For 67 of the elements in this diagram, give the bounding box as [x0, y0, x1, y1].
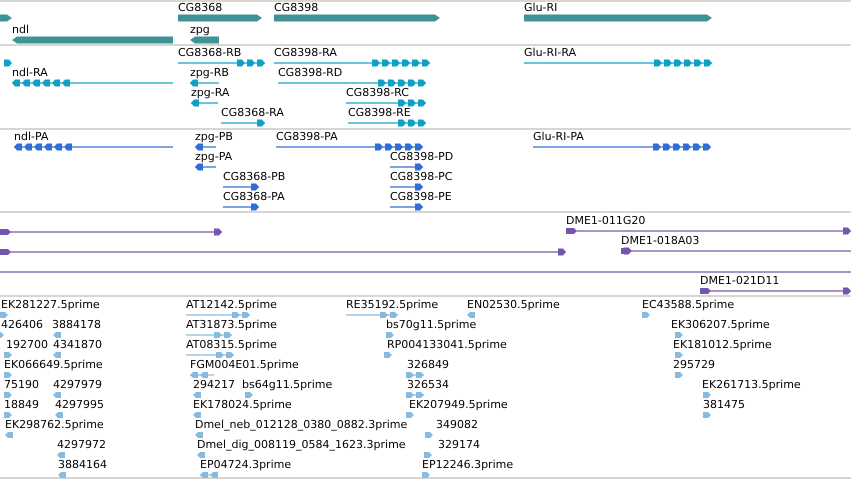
- feature-label: DME1-011G20: [566, 214, 646, 227]
- feature-label: AT12142.5prime: [186, 298, 277, 311]
- feature-label: zpg-PB: [195, 130, 233, 143]
- feature-label: EC43588.5prime: [642, 298, 734, 311]
- feature-label: 326849: [407, 358, 449, 371]
- feature-label: CG8368-PA: [223, 190, 285, 203]
- feature-label: CG8398-RA: [274, 46, 337, 59]
- feature-label: 4297979: [53, 378, 102, 391]
- feature-label: CG8398-RD: [278, 66, 342, 79]
- feature-label: RP004133041.5prime: [387, 338, 507, 351]
- feature-label: CG8368-RB: [178, 46, 242, 59]
- feature-label: EP12246.3prime: [422, 458, 514, 471]
- feature-label: CG8368: [178, 1, 222, 14]
- feature-label: EK281227.5prime: [1, 298, 100, 311]
- feature-label: ndl-PA: [14, 130, 48, 143]
- feature-label: DME1-021D11: [700, 274, 780, 287]
- feature-label: EK261713.5prime: [702, 378, 801, 391]
- feature-label: AT31873.5prime: [186, 318, 277, 331]
- feature-label: zpg-PA: [195, 150, 232, 163]
- feature-label: 18849: [4, 398, 39, 411]
- feature-label: EK066649.5prime: [4, 358, 103, 371]
- feature-label: 326534: [407, 378, 449, 391]
- feature-label: 295729: [673, 358, 715, 371]
- feature-label: CG8398: [274, 1, 318, 14]
- feature-label: RE35192.5prime: [346, 298, 438, 311]
- feature-label: 426406: [1, 318, 43, 331]
- feature-label: Glu-RI-PA: [533, 130, 584, 143]
- feature-label: zpg-RA: [191, 86, 230, 99]
- feature-label: CG8398-PE: [390, 190, 452, 203]
- feature-label: 3884178: [52, 318, 101, 331]
- feature-label: EP04724.3prime: [200, 458, 292, 471]
- feature-label: ndl: [12, 23, 30, 36]
- feature-label: CG8398-PC: [390, 170, 452, 183]
- feature-label: 4297972: [57, 438, 106, 451]
- feature-label: EK298762.5prime: [5, 418, 104, 431]
- feature-label: EK181012.5prime: [673, 338, 772, 351]
- feature-label: CG8368-RA: [221, 106, 284, 119]
- feature-label: Glu-RI: [524, 1, 558, 14]
- feature-label: AT08315.5prime: [186, 338, 277, 351]
- feature-label: FGM004E01.5prime: [190, 358, 299, 371]
- feature-label: CG8398-RC: [346, 86, 409, 99]
- feature-label: 3884164: [58, 458, 107, 471]
- feature-label: bs70g11.5prime: [386, 318, 476, 331]
- feature-label: 75190: [4, 378, 39, 391]
- feature-label: zpg: [190, 23, 210, 36]
- feature-label: CG8398-RE: [348, 106, 411, 119]
- feature-label: 349082: [436, 418, 478, 431]
- feature-label: 4297995: [55, 398, 104, 411]
- feature-label: EK306207.5prime: [671, 318, 770, 331]
- feature-label: EK178024.5prime: [193, 398, 292, 411]
- feature-label: EK207949.5prime: [409, 398, 508, 411]
- feature-label: bs64g11.5prime: [242, 378, 332, 391]
- feature-label: 381475: [703, 398, 745, 411]
- feature-label: EN02530.5prime: [467, 298, 560, 311]
- feature-label: Dmel_dig_008119_0584_1623.3prime: [197, 438, 406, 451]
- feature-label: DME1-018A03: [621, 234, 700, 247]
- feature-label: ndl-RA: [12, 66, 48, 79]
- feature-label: 294217: [193, 378, 235, 391]
- feature-label: Dmel_neb_012128_0380_0882.3prime: [195, 418, 408, 431]
- feature-label: CG8398-PD: [390, 150, 454, 163]
- feature-label: CG8398-PA: [276, 130, 338, 143]
- feature-label: zpg-RB: [190, 66, 229, 79]
- feature-label: CG8368-PB: [223, 170, 286, 183]
- feature-label: 4341870: [53, 338, 102, 351]
- feature-label: Glu-RI-RA: [524, 46, 576, 59]
- feature-label: 329174: [438, 438, 480, 451]
- feature-label: 192700: [6, 338, 48, 351]
